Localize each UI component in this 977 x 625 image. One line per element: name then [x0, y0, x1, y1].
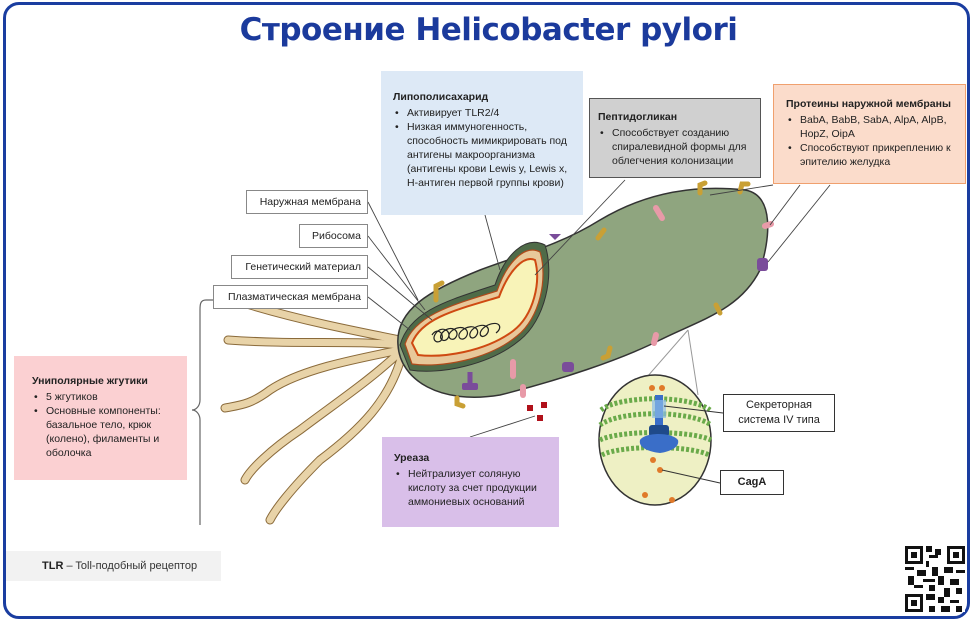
list-item: BabA, BabB, SabA, AlpA, AlpB, HopZ, OipA [788, 113, 957, 141]
outer-membrane-proteins-box: Протеины наружной мембраны BabA, BabB, S… [773, 84, 966, 184]
peptidoglycan-heading: Пептидогликан [598, 111, 678, 123]
flagella-box: Униполярные жгутики 5 жгутиков Основные … [14, 356, 187, 480]
qr-code-icon[interactable] [905, 545, 965, 613]
magnified-membrane [598, 329, 724, 506]
urease-particles [527, 402, 547, 421]
footnote-text: – Toll-подобный рецептор [63, 560, 198, 572]
label-plasma-membrane: Плазматическая мембрана [213, 285, 368, 309]
label-secretion-system: Секреторная система IV типа [723, 394, 835, 432]
genetic-material [431, 322, 501, 343]
label-caga: CagA [720, 470, 784, 495]
list-item: Нейтрализует соляную кислоту за счет про… [396, 467, 551, 509]
flagella-heading: Униполярные жгутики [32, 375, 148, 387]
label-ribosome: Рибосома [299, 224, 368, 248]
page-title: Строение Helicobacter pylori [239, 12, 738, 48]
flagella [220, 300, 407, 525]
leader-lines [367, 179, 831, 438]
list-item: Основные компоненты: базальное тело, крю… [34, 404, 177, 460]
peptidoglycan-box: Пептидогликан Способствует созданию спир… [589, 98, 761, 178]
list-item: Способствуют прикреплению к эпителию жел… [788, 141, 957, 169]
urease-heading: Уреаза [394, 452, 430, 464]
outer-membrane-proteins-heading: Протеины наружной мембраны [786, 98, 951, 110]
label-outer-membrane: Наружная мембрана [246, 190, 368, 214]
footnote-abbr: TLR [42, 560, 64, 572]
lipopolysaccharide-box: Липополисахарид Активирует TLR2/4 Низкая… [381, 71, 583, 215]
flagella-brace [191, 299, 213, 525]
lipopolysaccharide-heading: Липополисахарид [393, 91, 489, 103]
footnote: TLR – Toll-подобный рецептор [6, 551, 221, 581]
list-item: Способствует созданию спиралевидной форм… [600, 126, 752, 168]
list-item: Низкая иммуногенность, способность мимик… [395, 120, 573, 190]
list-item: 5 жгутиков [34, 390, 177, 404]
label-genetic-material: Генетический материал [231, 255, 368, 279]
urease-box: Уреаза Нейтрализует соляную кислоту за с… [382, 437, 559, 527]
list-item: Активирует TLR2/4 [395, 106, 573, 120]
